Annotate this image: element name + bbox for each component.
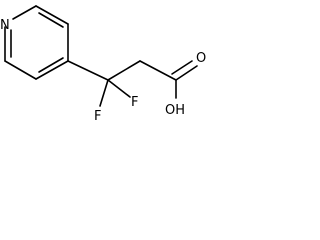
- fluorine-label-left: F: [94, 109, 101, 124]
- bond-c4-c5-inner: [38, 57, 64, 73]
- bond-cf2-f-right: [107, 79, 131, 98]
- carbonyl-oxygen-label: O: [196, 51, 206, 66]
- bond-cf2-ch2: [107, 60, 141, 81]
- pyridine-ring: [4, 5, 69, 80]
- nitrogen-label: N: [0, 18, 10, 33]
- bond-c2-c3-inner: [38, 12, 64, 28]
- bond-cf2-f-left: [99, 79, 109, 107]
- bond-ring-cf2: [67, 60, 109, 81]
- bond-c2-c3: [35, 5, 69, 25]
- bond-c-o-double-1: [175, 65, 198, 81]
- fluorine-label-right: F: [131, 95, 138, 110]
- chemical-structure: N F F O OH: [0, 5, 206, 124]
- bond-c-o-double-2: [171, 60, 193, 75]
- hydroxyl-label: OH: [165, 103, 185, 118]
- bond-ch2-cooh: [139, 60, 177, 81]
- bond-c4-c5: [35, 60, 69, 80]
- bond-c5-c6: [4, 60, 37, 80]
- bond-n-c2: [12, 5, 37, 20]
